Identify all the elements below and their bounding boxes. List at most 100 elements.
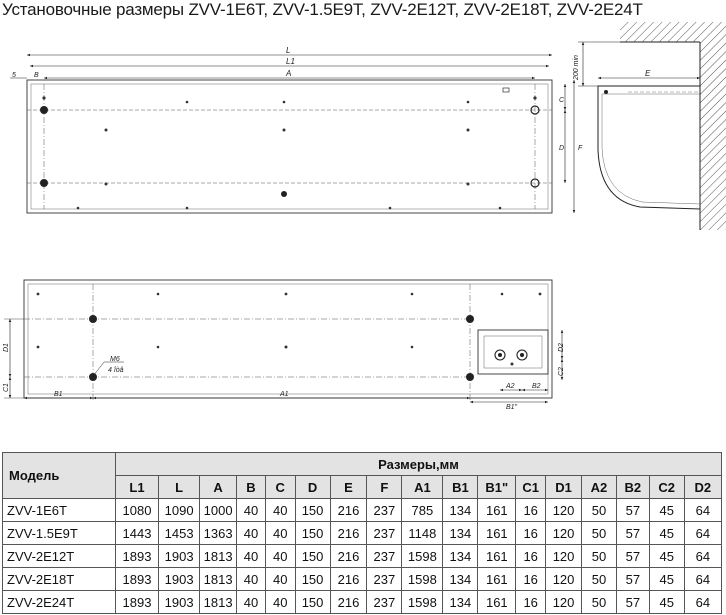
dimensions-group-header: Размеры,мм — [114, 452, 723, 476]
dim-label-m6: M6 — [110, 356, 120, 363]
value-cell: 64 — [683, 521, 723, 545]
value-cell: 57 — [615, 521, 650, 545]
value-cell: 1903 — [158, 567, 201, 591]
column-header: D1 — [545, 475, 583, 499]
value-cell: 216 — [329, 590, 368, 614]
value-cell: 64 — [683, 590, 723, 614]
value-cell: 1903 — [158, 544, 201, 568]
column-header: A — [199, 475, 238, 499]
value-cell: 40 — [264, 498, 296, 522]
column-header: C2 — [648, 475, 685, 499]
value-cell: 50 — [581, 498, 617, 522]
value-cell: 50 — [581, 521, 617, 545]
unit-profile-side — [597, 85, 701, 210]
value-cell: 1893 — [114, 544, 160, 568]
value-cell: 134 — [442, 498, 479, 522]
value-cell: 40 — [236, 590, 266, 614]
dim-label-l1: L1 — [286, 57, 295, 66]
value-cell: 1453 — [158, 521, 201, 545]
column-header: A2 — [581, 475, 617, 499]
value-cell: 64 — [683, 498, 723, 522]
column-header: L1 — [114, 475, 160, 499]
value-cell: 1903 — [158, 590, 201, 614]
value-cell: 40 — [264, 544, 296, 568]
value-cell: 237 — [366, 590, 403, 614]
value-cell: 161 — [477, 544, 517, 568]
value-cell: 216 — [329, 567, 368, 591]
value-cell: 1813 — [199, 590, 238, 614]
value-cell: 40 — [236, 544, 266, 568]
model-cell: ZVV-2E24T — [2, 590, 116, 614]
unit-outline-bottom — [23, 279, 553, 399]
column-header: L — [158, 475, 201, 499]
value-cell: 64 — [683, 544, 723, 568]
value-cell: 45 — [648, 544, 685, 568]
value-cell: 40 — [264, 521, 296, 545]
value-cell: 1598 — [401, 590, 444, 614]
value-cell: 120 — [545, 498, 583, 522]
column-header: D — [294, 475, 331, 499]
value-cell: 216 — [329, 544, 368, 568]
value-cell: 134 — [442, 590, 479, 614]
dim-label-a2: A2 — [505, 383, 515, 390]
dim-label-holes: 4 îòâ — [108, 367, 124, 374]
dim-label-5: 5 — [12, 72, 16, 79]
dim-label-a1: A1 — [279, 391, 289, 398]
model-cell: ZVV-2E18T — [2, 567, 116, 591]
value-cell: 150 — [294, 521, 331, 545]
unit-outline-top — [26, 79, 553, 214]
column-header: D2 — [683, 475, 723, 499]
model-cell: ZVV-1E6T — [2, 498, 116, 522]
value-cell: 16 — [515, 544, 547, 568]
value-cell: 50 — [581, 590, 617, 614]
value-cell: 237 — [366, 521, 403, 545]
mounting-holes-top — [40, 87, 540, 210]
value-cell: 150 — [294, 544, 331, 568]
side-view: 200 min E — [573, 22, 726, 230]
dim-label-d1: D1 — [3, 343, 10, 352]
column-header: B1 — [442, 475, 479, 499]
value-cell: 45 — [648, 567, 685, 591]
column-header: B — [236, 475, 266, 499]
value-cell: 1893 — [114, 590, 160, 614]
top-view: L L1 A 5 B — [10, 46, 583, 214]
value-cell: 1598 — [401, 567, 444, 591]
dim-label-b1pp: B1" — [506, 404, 518, 411]
dim-label-c2: C2 — [558, 367, 565, 376]
dim-label-d: D — [559, 145, 564, 152]
value-cell: 57 — [615, 498, 650, 522]
value-cell: 16 — [515, 521, 547, 545]
column-header: B2 — [615, 475, 650, 499]
dim-label-b1: B1 — [54, 391, 63, 398]
value-cell: 50 — [581, 567, 617, 591]
value-cell: 1080 — [114, 498, 160, 522]
value-cell: 134 — [442, 521, 479, 545]
dim-label-a: A — [285, 69, 291, 78]
value-cell: 40 — [236, 521, 266, 545]
value-cell: 1090 — [158, 498, 201, 522]
value-cell: 1363 — [199, 521, 238, 545]
value-cell: 40 — [236, 498, 266, 522]
value-cell: 161 — [477, 521, 517, 545]
value-cell: 150 — [294, 567, 331, 591]
value-cell: 161 — [477, 590, 517, 614]
value-cell: 1813 — [199, 544, 238, 568]
value-cell: 161 — [477, 498, 517, 522]
installation-drawings: L L1 A 5 B — [0, 22, 726, 452]
value-cell: 1148 — [401, 521, 444, 545]
dim-label-e: E — [645, 69, 651, 78]
value-cell: 134 — [442, 567, 479, 591]
dim-label-clearance: 200 min — [573, 55, 580, 81]
value-cell: 40 — [264, 590, 296, 614]
value-cell: 16 — [515, 590, 547, 614]
model-cell: ZVV-1.5E9T — [2, 521, 116, 545]
column-header: F — [366, 475, 403, 499]
column-header: C1 — [515, 475, 547, 499]
value-cell: 57 — [615, 544, 650, 568]
